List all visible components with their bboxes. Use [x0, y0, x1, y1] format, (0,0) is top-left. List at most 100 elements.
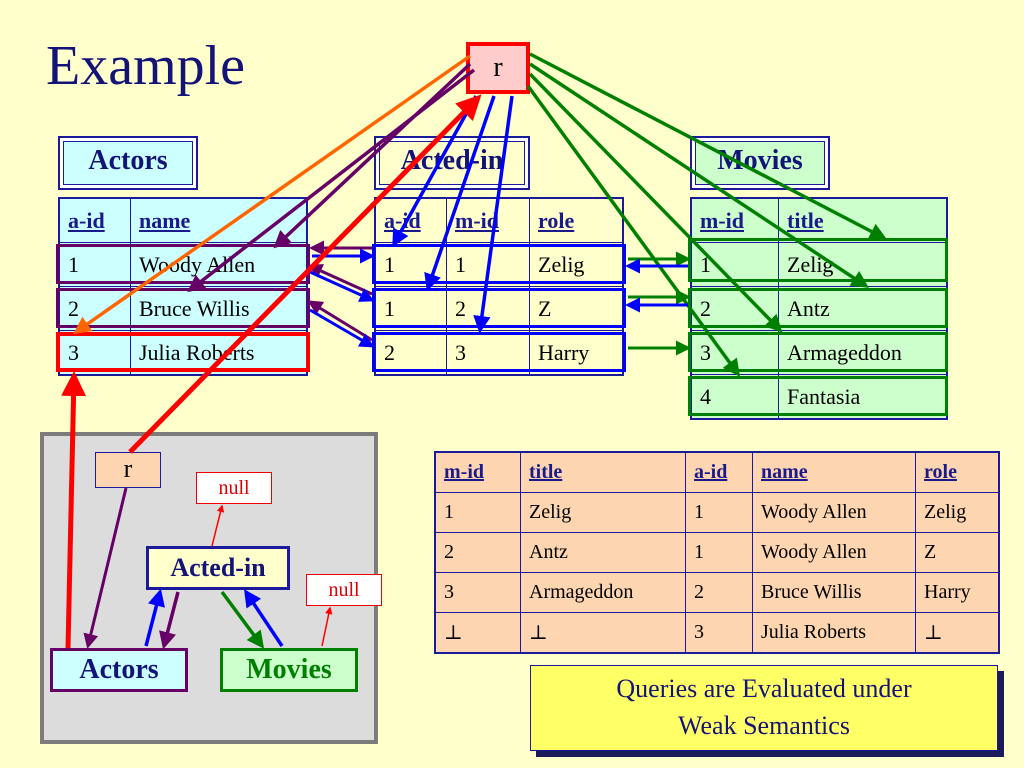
graph-node-acted-in[interactable]: Acted-in [146, 546, 290, 590]
edge-acted-in-to-actors [159, 591, 180, 650]
table-row: 3 Armageddon [690, 330, 948, 375]
actors-label-text: Actors [88, 145, 168, 176]
arrow-r-to-actor-2 [187, 68, 476, 293]
actors-table: a-id name 1 Woody Allen 2 Bruce Willis 3… [58, 197, 308, 376]
graph-node-movies[interactable]: Movies [220, 648, 358, 692]
result-cell: Zelig [520, 492, 686, 533]
result-cell: Woody Allen [752, 492, 916, 533]
acted-in-cell: Z [529, 286, 624, 331]
null-label-movies: null [306, 574, 382, 606]
result-table: m-id title a-id name role 1 Zelig 1 Wood… [434, 451, 1000, 654]
acted-in-cell: Harry [529, 330, 624, 376]
table-row: ⊥ ⊥ 3 Julia Roberts ⊥ [434, 612, 1000, 654]
result-cell: 2 [685, 572, 753, 613]
result-cell: Julia Roberts [752, 612, 916, 654]
actors-cell: 2 [58, 286, 131, 331]
edge-movies-to-null [321, 606, 333, 647]
result-cell: Woody Allen [752, 532, 916, 573]
arrow-graph-r-to-root-r [128, 94, 482, 454]
table-row: 3 Armageddon 2 Bruce Willis Harry [434, 572, 1000, 613]
result-col-title: title [520, 451, 686, 493]
table-row: 2 Antz [690, 286, 948, 331]
note-line-2: Weak Semantics [678, 711, 850, 740]
result-cell: Bruce Willis [752, 572, 916, 613]
null-label-acted-in-text: null [218, 477, 250, 499]
edge-movies-to-acted-in [244, 589, 284, 647]
result-cell: ⊥ [434, 612, 521, 654]
movies-label-frame [695, 141, 825, 185]
result-header-row: m-id title a-id name role [434, 451, 1000, 493]
movies-cell: Armageddon [778, 330, 948, 375]
acted-in-row-1-outline [372, 244, 626, 284]
arrow-r-to-actor-1 [273, 62, 472, 249]
edge-acted-in-to-null [211, 504, 225, 547]
arrow-actor2-to-acted3 [309, 308, 375, 348]
table-row: 3 Julia Roberts [58, 330, 308, 376]
arrow-r-to-movie-1 [529, 52, 888, 240]
result-cell: Antz [520, 532, 686, 573]
slide-title: Example [46, 35, 246, 97]
actors-row-1-outline [56, 244, 310, 284]
graph-node-movies-label: Movies [246, 654, 332, 685]
edge-r-to-actors [83, 487, 128, 649]
result-cell: Zelig [915, 492, 1000, 533]
null-label-acted-in: null [196, 472, 272, 504]
arrow-acted3-to-actor2 [307, 300, 373, 342]
result-cell: Harry [915, 572, 1000, 613]
result-cell: 1 [434, 492, 521, 533]
actors-cell: Julia Roberts [130, 330, 308, 376]
arrow-r-to-movie-2 [529, 62, 869, 288]
null-label-movies-text: null [328, 579, 360, 601]
result-cell: 3 [434, 572, 521, 613]
arrow-actor1-to-acted2 [309, 270, 375, 302]
result-col-m-id: m-id [434, 451, 521, 493]
movies-header-row: m-id title [690, 197, 948, 243]
graph-node-r[interactable]: r [95, 452, 161, 488]
movies-cell: Fantasia [778, 374, 948, 420]
table-row: 2 Antz 1 Woody Allen Z [434, 532, 1000, 573]
graph-node-actors-label: Actors [79, 654, 159, 685]
acted-in-col-m-id: m-id [446, 197, 530, 243]
result-cell: Z [915, 532, 1000, 573]
table-row: 1 Woody Allen [58, 242, 308, 287]
acted-in-col-role: role [529, 197, 624, 243]
edge-acted-in-to-movies [220, 590, 265, 649]
root-node-r[interactable]: r [466, 42, 530, 94]
result-cell: ⊥ [915, 612, 1000, 654]
result-col-role: role [915, 451, 1000, 493]
arrow-r-to-movie-4 [526, 84, 741, 377]
graph-node-r-label: r [123, 454, 133, 483]
acted-in-row-3-outline [372, 332, 626, 372]
acted-in-cell: 3 [446, 330, 530, 376]
arrow-r-to-acted-2 [424, 95, 496, 292]
movies-row-4-outline [688, 376, 948, 416]
root-node-label: r [493, 52, 503, 83]
actors-row-3-outline [56, 332, 310, 372]
actors-cell: Woody Allen [130, 242, 308, 287]
movies-table-label: Movies [690, 136, 830, 190]
table-row: 2 3 Harry [374, 330, 624, 376]
acted-in-cell: 1 [374, 286, 447, 331]
table-row: 4 Fantasia [690, 374, 948, 420]
result-cell: 3 [685, 612, 753, 654]
acted-in-row-2-outline [372, 288, 626, 328]
edge-actors-to-acted-in [144, 588, 165, 647]
arrow-acted2-to-actor1 [307, 264, 373, 296]
actors-label-frame [63, 141, 193, 185]
note-box: Queries are Evaluated under Weak Semanti… [530, 665, 998, 751]
note-line-1: Queries are Evaluated under [616, 674, 912, 703]
arrow-r-to-movie-3 [528, 72, 783, 333]
graph-node-actors[interactable]: Actors [50, 648, 188, 692]
actors-table-label: Actors [58, 136, 198, 190]
result-cell: 2 [434, 532, 521, 573]
arrow-r-to-actor-3 [73, 54, 472, 335]
table-row: 1 Zelig 1 Woody Allen Zelig [434, 492, 1000, 533]
actors-cell: 3 [58, 330, 131, 376]
actors-cell: Bruce Willis [130, 286, 308, 331]
movies-cell: Antz [778, 286, 948, 331]
result-cell: Armageddon [520, 572, 686, 613]
graph-node-acted-in-label: Acted-in [170, 553, 266, 582]
arrow-graph-actors-to-actor3 [61, 371, 87, 649]
arrow-r-to-acted-3 [473, 95, 514, 334]
